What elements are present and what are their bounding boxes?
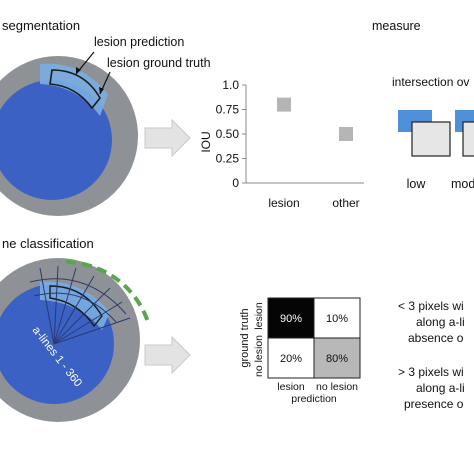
- lumen-disk: [0, 80, 112, 200]
- cell-tn: [313, 337, 361, 379]
- overlap-mod-label: mod: [451, 177, 474, 191]
- rule-no-lesion-line-1: > 3 pixels wi: [398, 365, 464, 379]
- bottom-process-arrow: [144, 335, 191, 375]
- ground-truth-header: ground truth: [239, 308, 251, 367]
- rule-lesion-line-3: absence o: [408, 331, 464, 345]
- iou-chart: measure IOU 0 0.25 0.50 0.75 1.0 lesion othe…: [199, 19, 421, 210]
- col-label-lesion: lesion: [277, 381, 305, 393]
- overlap-low-truth: [411, 121, 451, 157]
- a-line-rays: [29, 265, 131, 345]
- rule-lesion-line-1: < 3 pixels wi: [398, 299, 464, 313]
- cell-fn-value: 10%: [326, 313, 348, 325]
- ground-truth-pointer-head: [99, 87, 104, 94]
- rule-no-lesion-line-2: along a-li: [416, 381, 465, 395]
- top-process-arrow: [144, 118, 191, 158]
- col-label-no-lesion: no lesion: [316, 381, 358, 393]
- overlap-low-label: low: [407, 177, 427, 191]
- lesion-ground-truth-label: lesion ground truth: [107, 56, 211, 70]
- iou-category-lesion: lesion: [268, 196, 299, 210]
- iou-tick-label: 0.25: [216, 152, 240, 166]
- row-label-lesion: lesion: [253, 302, 265, 330]
- lesion-ground-truth-outline: [49, 69, 101, 110]
- rules-text: < 3 pixels wi along a-li absence o > 3 p…: [398, 299, 465, 411]
- iou-tick-label: 0.75: [216, 103, 240, 117]
- cell-tp: [267, 297, 315, 339]
- lesion-prediction-band-bottom: [40, 281, 110, 330]
- classification-title: ne classification: [2, 236, 94, 251]
- segmentation-title: segmentation: [2, 18, 80, 33]
- rule-lesion-line-2: along a-li: [416, 315, 465, 329]
- lesion-prediction-band: [40, 63, 108, 116]
- cell-tn-value: 80%: [326, 353, 348, 365]
- overlap-mod-truth: [462, 121, 474, 157]
- cell-tp-value: 90%: [280, 313, 302, 325]
- iou-marker-lesion: [277, 97, 291, 112]
- cell-fp-value: 20%: [280, 353, 302, 365]
- intersection-panel: intersection ov low mod: [392, 75, 474, 191]
- cell-fn: [313, 297, 361, 339]
- iou-axis-label: IOU: [199, 131, 213, 152]
- lesion-a-lines-arc: [65, 260, 150, 323]
- measure-title: measure: [372, 19, 421, 33]
- row-label-no-lesion: no lesion: [253, 335, 265, 377]
- iou-tick-label: 0.50: [216, 127, 240, 141]
- lesion-prediction-label: lesion prediction: [94, 35, 184, 49]
- iou-tick-label: 1.0: [222, 78, 239, 92]
- iou-tick-label: 0: [232, 176, 239, 190]
- prediction-pointer-head: [76, 67, 81, 74]
- cell-fp: [267, 337, 315, 379]
- classification-diagram: ne classification a-lines 1 - 360: [0, 236, 150, 422]
- prediction-header: prediction: [291, 393, 337, 405]
- iou-marker-other: [339, 127, 353, 141]
- segmentation-diagram: segmentation lesion prediction lesion gr…: [0, 18, 211, 216]
- iou-category-other: other: [332, 196, 359, 210]
- confusion-matrix: ground truth lesion no lesion 90% 10% 20…: [239, 297, 361, 405]
- intersection-title: intersection ov: [392, 75, 469, 89]
- rule-no-lesion-line-3: presence o: [404, 397, 464, 411]
